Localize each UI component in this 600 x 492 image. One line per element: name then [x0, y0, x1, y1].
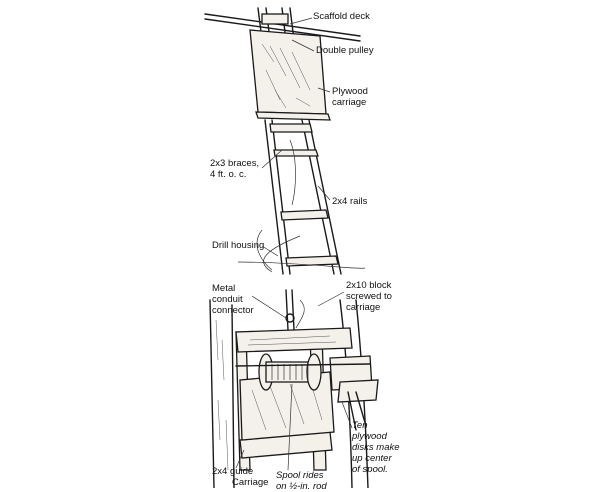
- guide-label: 2x4 guide: [212, 466, 254, 477]
- spool-assembly-drawing: [209, 289, 379, 488]
- scaffold-deck-drawing: [204, 13, 361, 42]
- rails-drawing: [256, 119, 342, 275]
- carriage-bottom-label: Carriage: [232, 477, 269, 488]
- scaffold-deck-label: Scaffold deck: [313, 11, 370, 22]
- double-pulley-label: Double pulley: [316, 45, 374, 56]
- plywood-carriage-drawing: [249, 29, 331, 121]
- plywood-carriage-label: Plywood carriage: [332, 86, 368, 108]
- metal-conduit-label: Metal conduit connector: [212, 283, 254, 316]
- spool-rides-label: Spool rides on ½-in. rod: [276, 470, 327, 492]
- rails-label: 2x4 rails: [332, 196, 368, 207]
- braces-label: 2x3 braces, 4 ft. o. c.: [210, 158, 260, 180]
- ten-disks-label: Ten plywood disks make up center of spoo…: [352, 420, 400, 475]
- drill-housing-label: Drill housing: [212, 240, 265, 251]
- block-label: 2x10 block screwed to carriage: [346, 280, 392, 313]
